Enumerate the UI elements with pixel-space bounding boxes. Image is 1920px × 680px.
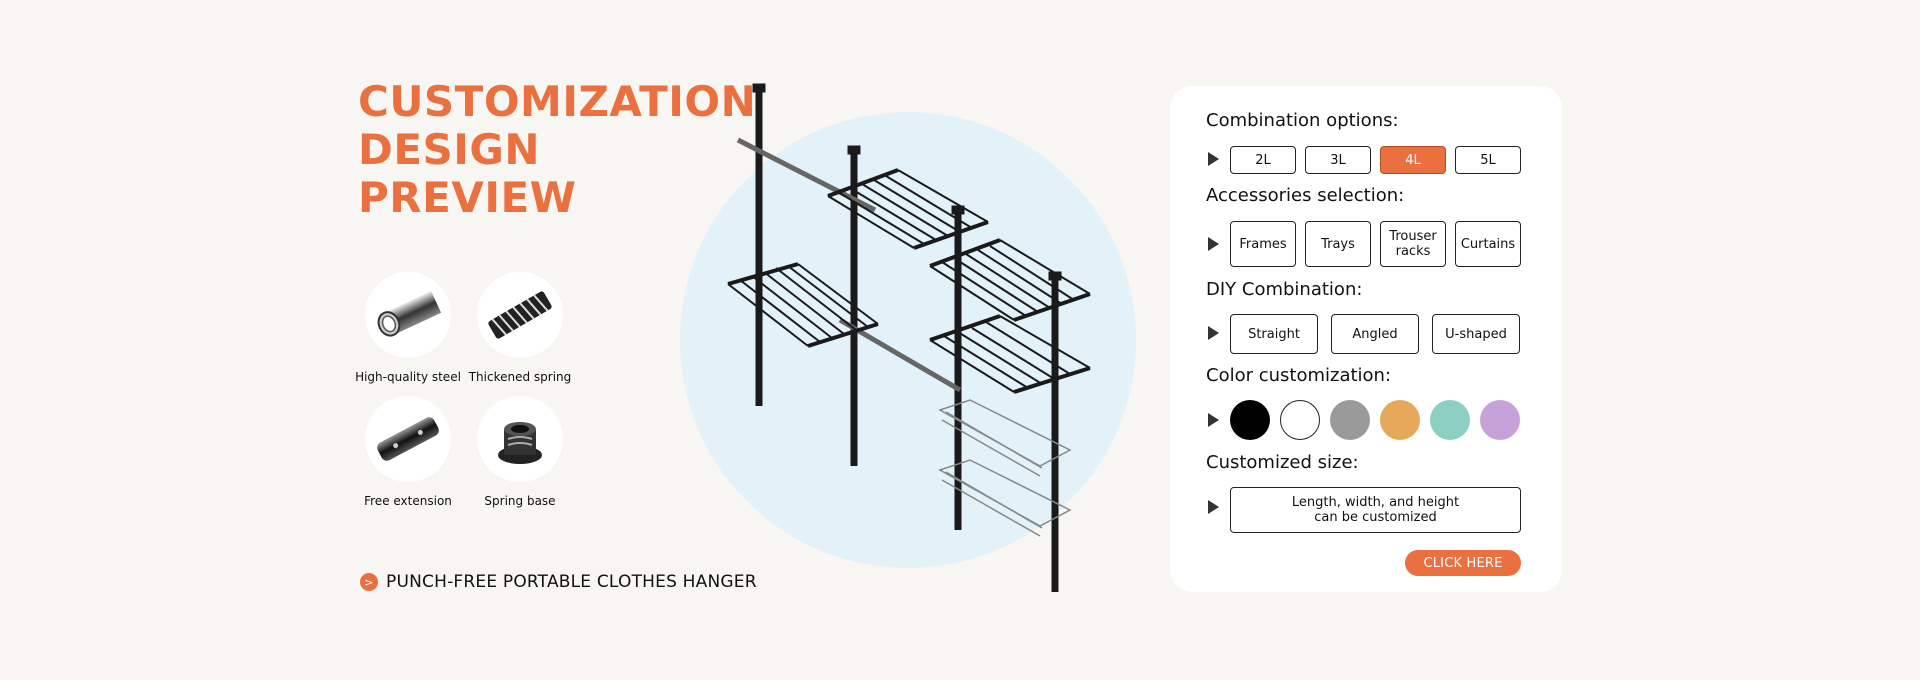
feature-label: High-quality steel (355, 370, 461, 384)
spring-icon (477, 272, 563, 358)
extension-tube-icon (365, 396, 451, 482)
background-circle (680, 112, 1136, 568)
spring-base-icon (477, 396, 563, 482)
feature-label: Thickened spring (468, 370, 572, 384)
color-swatch-gray[interactable] (1330, 400, 1370, 440)
feature-steel: High-quality steel (343, 272, 473, 384)
feature-label: Free extension (364, 494, 452, 508)
play-arrow-icon (1208, 152, 1219, 166)
diy-u-shaped[interactable]: U-shaped (1432, 314, 1520, 354)
title-line-1: CUSTOMIZATION (358, 77, 757, 126)
play-arrow-icon (1208, 413, 1219, 427)
title-line-3: PREVIEW (358, 173, 577, 222)
accessory-curtains[interactable]: Curtains (1455, 221, 1521, 267)
size-note-line-2: can be customized (1314, 510, 1437, 525)
diy-title: DIY Combination: (1206, 279, 1363, 300)
diy-angled[interactable]: Angled (1331, 314, 1419, 354)
customization-panel: Combination options: 2L 3L 4L 5L Accesso… (1170, 86, 1562, 592)
product-image (670, 70, 1140, 610)
color-swatch-teal[interactable] (1430, 400, 1470, 440)
size-note-line-1: Length, width, and height (1291, 495, 1460, 510)
accessory-trouser-racks[interactable]: Trouser racks (1380, 221, 1446, 267)
play-arrow-icon (1208, 237, 1219, 251)
color-swatch-orange[interactable] (1380, 400, 1420, 440)
page-title: CUSTOMIZATION DESIGN PREVIEW (358, 78, 756, 222)
size-note[interactable]: Length, width, and height can be customi… (1230, 487, 1521, 533)
combination-title: Combination options: (1206, 110, 1399, 131)
combination-option-2l[interactable]: 2L (1230, 146, 1296, 174)
combination-option-5l[interactable]: 5L (1455, 146, 1521, 174)
tagline-text: PUNCH-FREE PORTABLE CLOTHES HANGER (386, 572, 757, 592)
play-arrow-icon (1208, 500, 1219, 514)
combination-option-3l[interactable]: 3L (1305, 146, 1371, 174)
color-title: Color customization: (1206, 365, 1392, 386)
accessory-trays[interactable]: Trays (1305, 221, 1371, 267)
feature-spring-base: Spring base (455, 396, 585, 508)
steel-tube-icon (365, 272, 451, 358)
click-here-button[interactable]: CLICK HERE (1405, 550, 1521, 576)
feature-spring: Thickened spring (455, 272, 585, 384)
size-title: Customized size: (1206, 452, 1359, 473)
feature-label: Spring base (484, 494, 556, 508)
diy-straight[interactable]: Straight (1230, 314, 1318, 354)
title-line-2: DESIGN (358, 125, 541, 174)
play-arrow-icon (1208, 326, 1219, 340)
color-swatch-white[interactable] (1280, 400, 1320, 440)
accessories-title: Accessories selection: (1206, 185, 1405, 206)
color-swatch-lilac[interactable] (1480, 400, 1520, 440)
combination-option-4l[interactable]: 4L (1380, 146, 1446, 174)
color-swatch-black[interactable] (1230, 400, 1270, 440)
feature-extension: Free extension (343, 396, 473, 508)
chevron-right-icon: > (360, 573, 378, 591)
accessory-frames[interactable]: Frames (1230, 221, 1296, 267)
tagline: > PUNCH-FREE PORTABLE CLOTHES HANGER (360, 572, 757, 592)
